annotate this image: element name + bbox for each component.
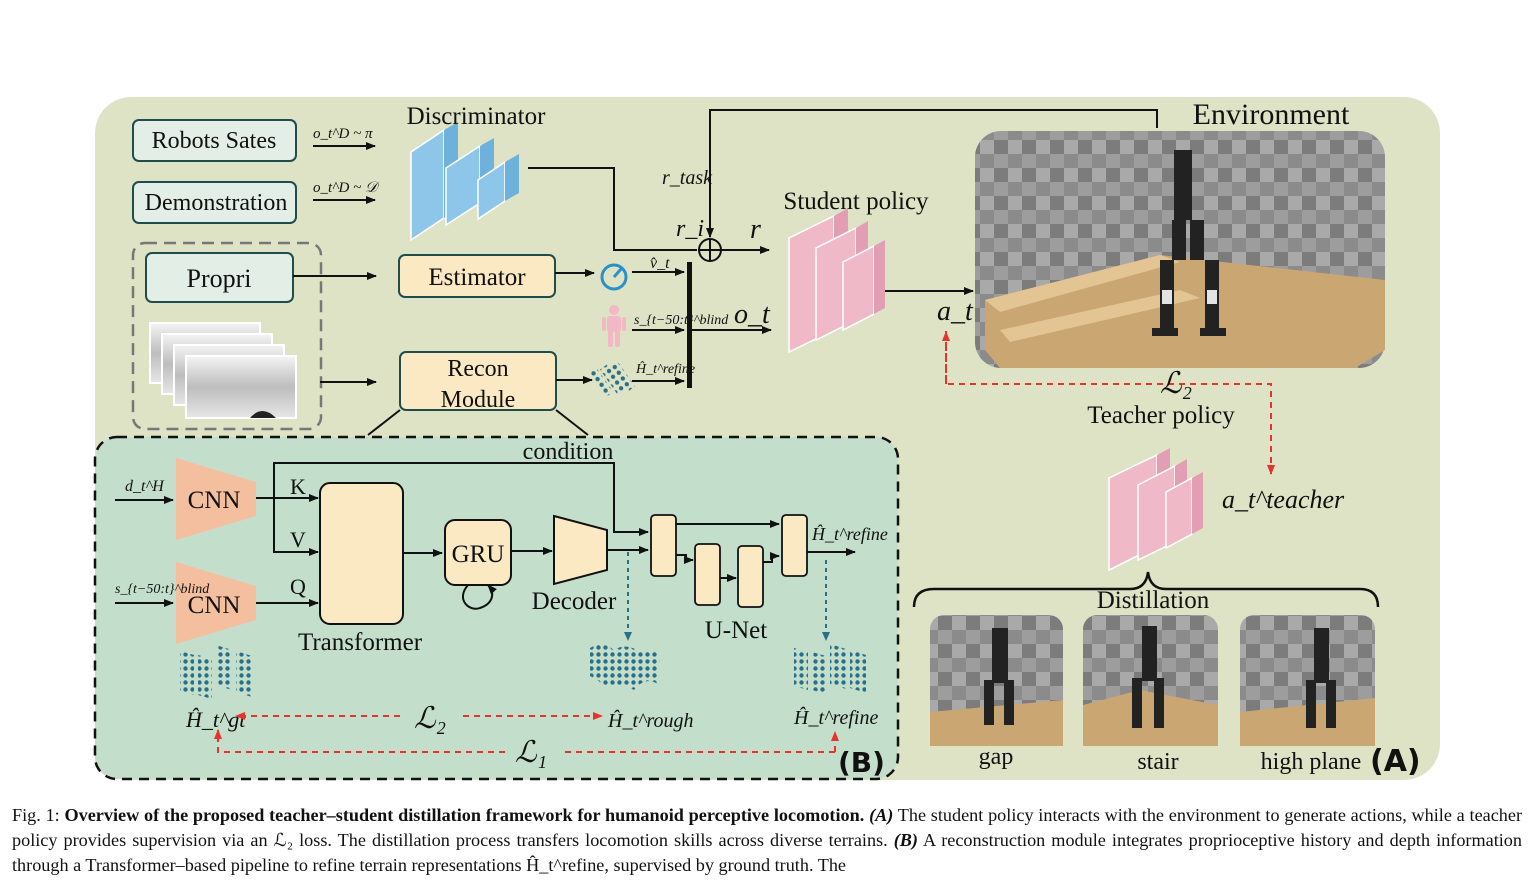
d-h-label: d_t^H (125, 478, 165, 495)
demonstration-box (132, 181, 297, 224)
decoder-label: Decoder (532, 588, 617, 615)
transformer-label: Transformer (298, 629, 423, 656)
transformer-box (319, 482, 404, 625)
panel-a-tag: (A) (1370, 744, 1421, 779)
decoder-block (553, 514, 608, 586)
cnn-bottom-label: CNN (188, 592, 241, 619)
l2-bottom-label: ℒ₂ (414, 702, 446, 735)
panel-b-tag: (B) (838, 746, 885, 779)
o-d-label: o_t^D ~ 𝒟 (313, 180, 380, 196)
height-map-gt-icon (180, 645, 252, 699)
discriminator-block (410, 122, 519, 242)
figure-caption: Fig. 1: Overview of the proposed teacher… (12, 803, 1522, 878)
gru-loop-icon (461, 584, 497, 610)
height-map-icon (588, 361, 636, 398)
terrain-stair-label: stair (1137, 749, 1178, 775)
r-i-label: r_i (676, 216, 704, 242)
caption-title: Overview of the proposed teacher–student… (64, 805, 865, 825)
v-hat-label: v̂_t (650, 255, 670, 272)
terrain-gap-label: gap (979, 744, 1014, 770)
recon-label-line2: Module (441, 387, 516, 413)
h-gt-label: Ĥ_t^gt (185, 707, 246, 732)
teacher-policy-block (1108, 448, 1203, 572)
speedometer-icon (600, 263, 628, 291)
caption-a-tag: (A) (869, 805, 894, 825)
height-map-refine-icon (794, 644, 866, 694)
estimator-label: Estimator (428, 264, 526, 291)
condition-label: condition (523, 439, 614, 465)
cnn-top-label: CNN (188, 487, 241, 514)
gru-label: GRU (452, 541, 505, 568)
human-body-icon (602, 305, 626, 347)
k-label: K (290, 474, 306, 499)
robots-states-label: Robots Sates (152, 128, 277, 154)
environment-label: Environment (1193, 98, 1350, 131)
terrain-high-plane-label: high plane (1261, 749, 1362, 775)
v-label: V (290, 527, 306, 552)
terrain-high-plane-image (1240, 615, 1375, 746)
teacher-policy-label: Teacher policy (1087, 402, 1235, 429)
depth-image-stack (149, 322, 297, 419)
distillation-brace (912, 571, 1380, 608)
propri-box (145, 252, 294, 303)
o-t-label: o_t (734, 299, 771, 330)
height-map-rough-icon (590, 644, 660, 690)
l2-top-label: ℒ₂ (1160, 367, 1192, 400)
q-label: Q (290, 574, 306, 599)
s-blind-label: s_{t−50:t}^blind (634, 313, 729, 328)
caption-prefix: Fig. 1: (12, 805, 65, 825)
discriminator-label: Discriminator (407, 103, 547, 130)
r-task-label: r_task (662, 167, 713, 189)
r-label: r (750, 214, 761, 245)
student-policy-block (788, 208, 885, 354)
h-refine-top-label: Ĥ_t^refine (635, 360, 695, 377)
h-refine-bottom-label: Ĥ_t^refine (793, 706, 878, 729)
a-teacher-label: a_t^teacher (1222, 485, 1345, 514)
panel-b-background (93, 435, 900, 781)
propri-group (131, 241, 323, 431)
h-refine-unet-label: Ĥ_t^refine (811, 523, 888, 544)
student-policy-label: Student policy (783, 188, 929, 215)
terrain-stair-image (1083, 615, 1218, 746)
caption-b-tag: (B) (893, 830, 918, 850)
l1-label: ℒ₁ (515, 736, 547, 769)
estimator-box (398, 254, 556, 298)
gru-box (444, 519, 512, 586)
cnn-bottom-block (176, 562, 256, 644)
unet-block (650, 514, 808, 608)
environment-image (975, 131, 1385, 368)
a-t-label: a_t (937, 296, 974, 327)
o-pi-label: o_t^D ~ π (313, 126, 373, 142)
demonstration-label: Demonstration (145, 190, 288, 216)
caption-b-text: A reconstruction module integrates propr… (12, 830, 1522, 875)
s-blind-b-label: s_{t−50:t}^blind (115, 582, 210, 597)
recon-label-line1: Recon (447, 356, 508, 382)
robots-states-box (132, 119, 297, 162)
unet-label: U-Net (705, 617, 768, 644)
caption-a-text: The student policy interacts with the en… (12, 805, 1523, 850)
distillation-label: Distillation (1097, 587, 1210, 614)
h-rough-label: Ĥ_t^rough (607, 709, 693, 732)
terrain-gap-image (930, 615, 1063, 746)
propri-label: Propri (187, 264, 252, 293)
cnn-top-block (176, 458, 256, 540)
concat-bar (687, 262, 692, 388)
